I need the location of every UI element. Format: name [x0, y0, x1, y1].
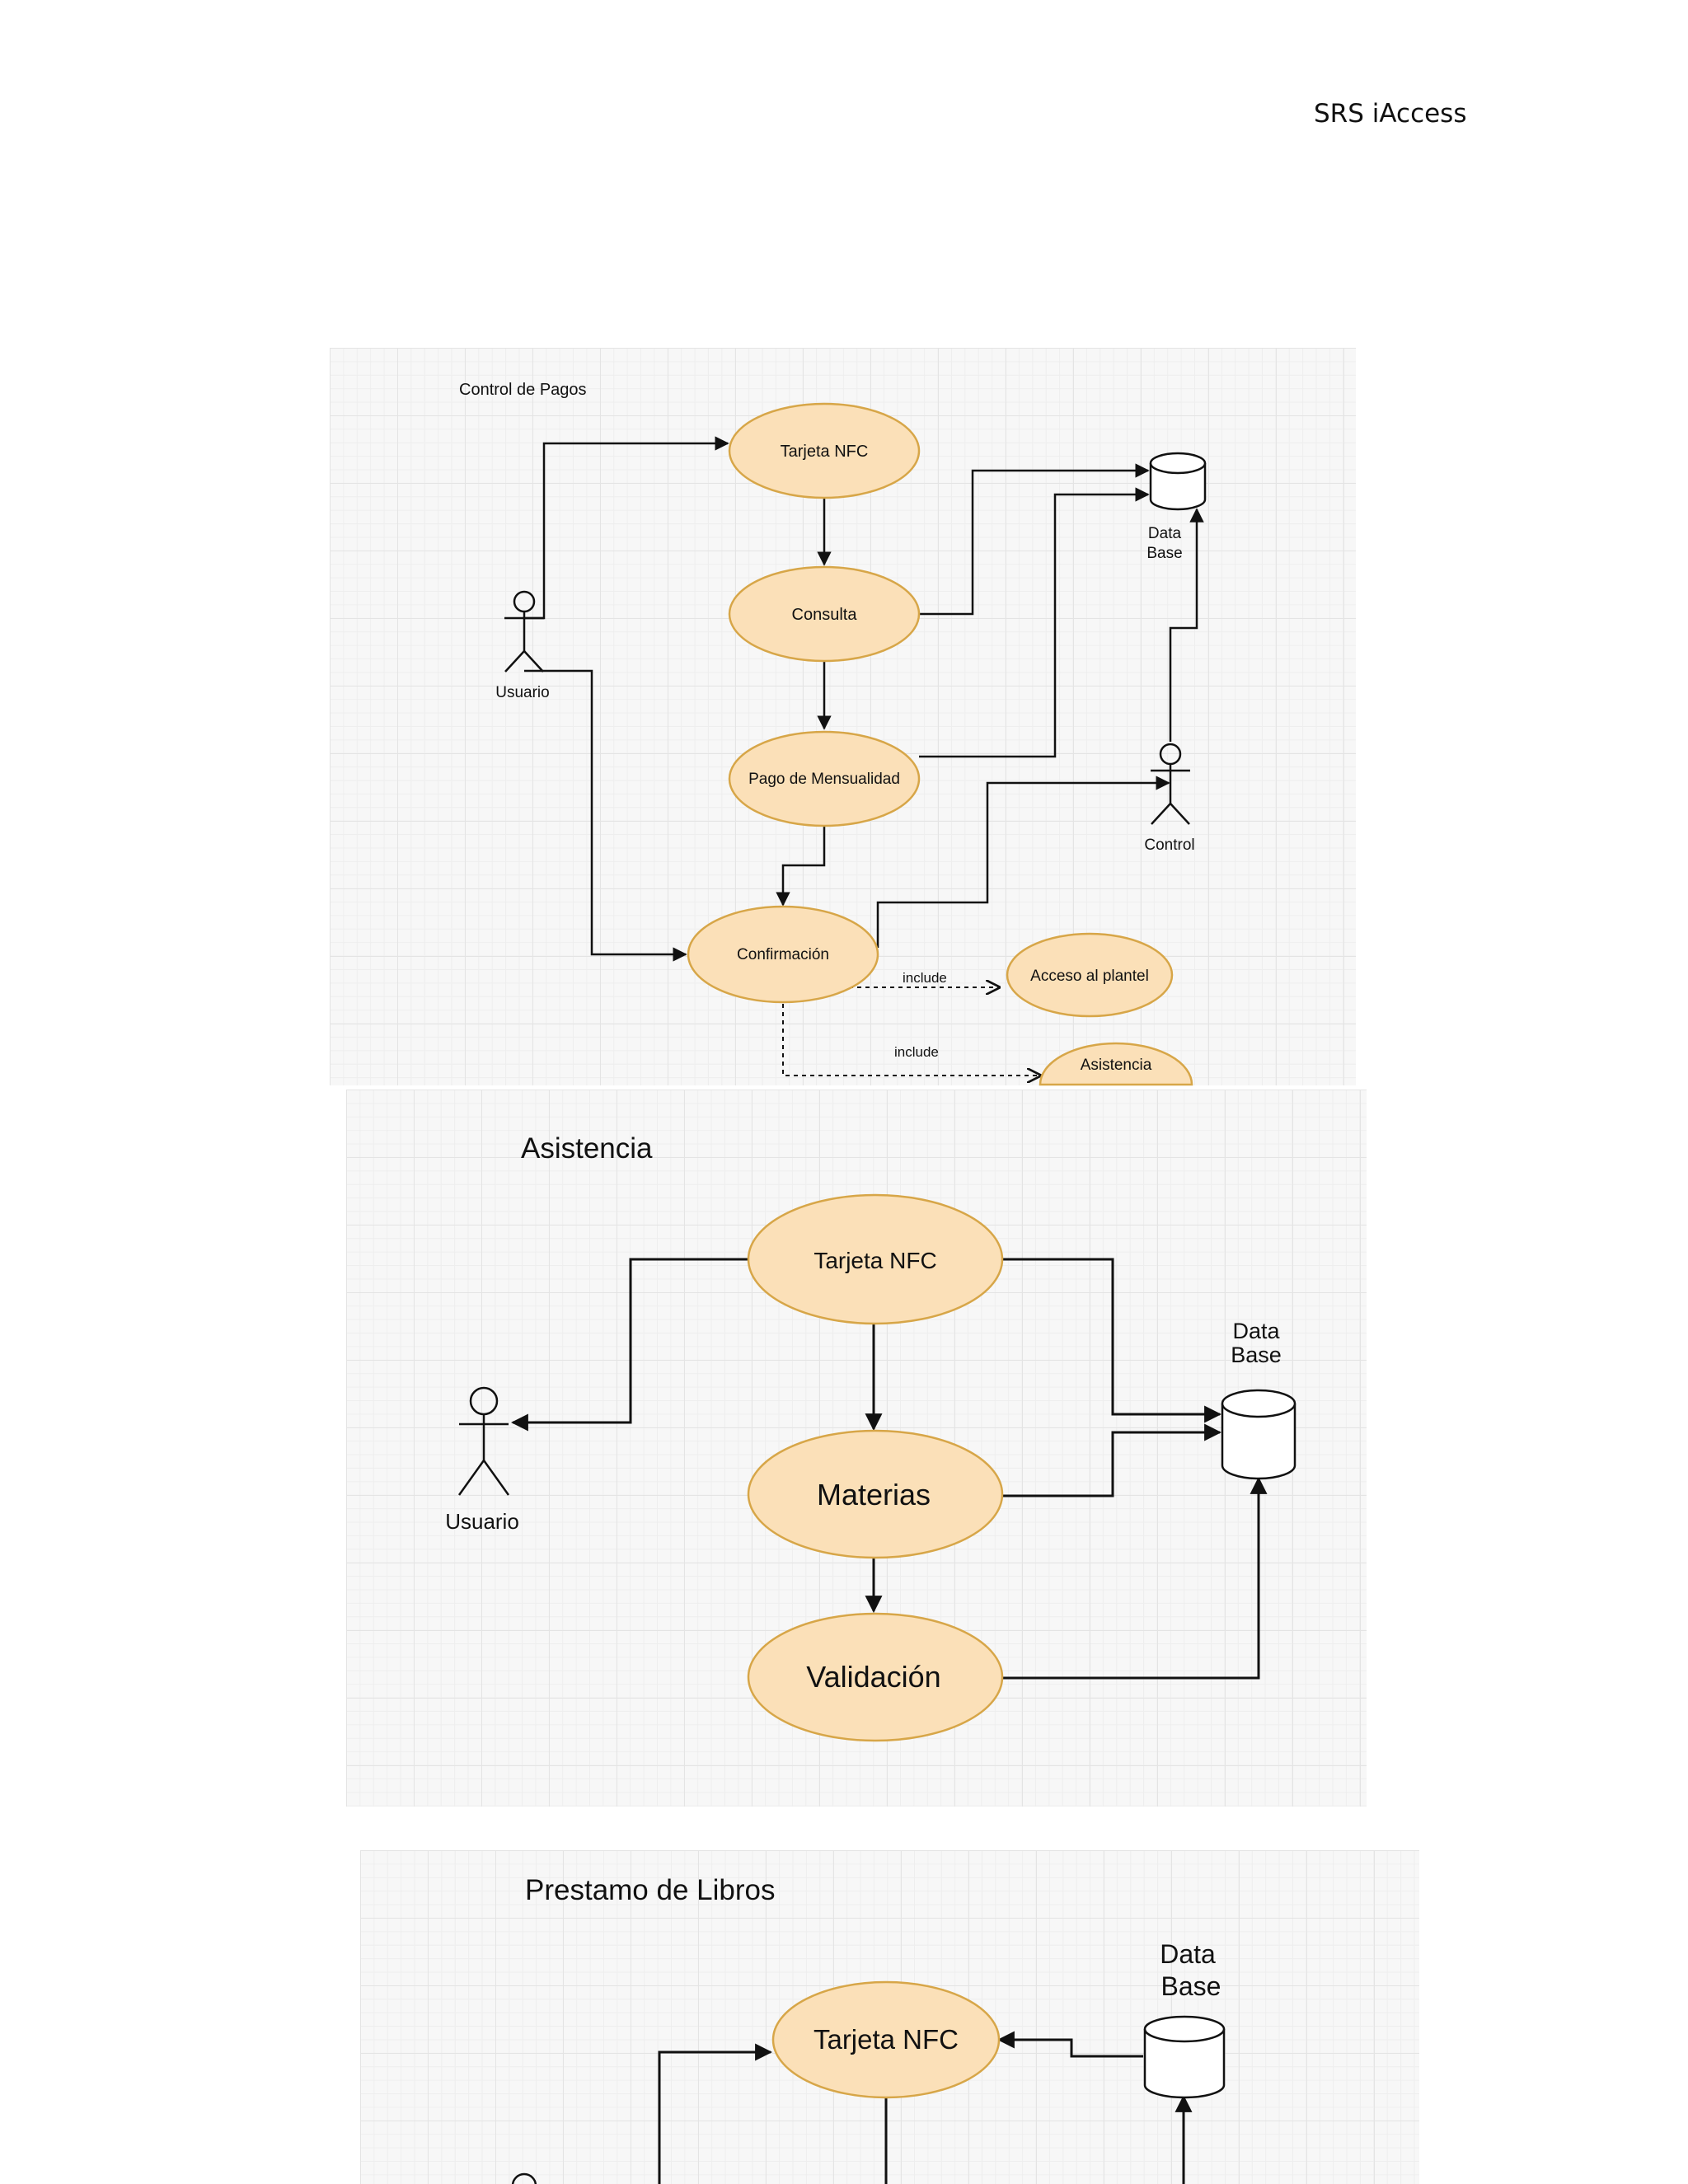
database-label-line2: Base: [1161, 1971, 1221, 2001]
usecase-label: Tarjeta NFC: [814, 2024, 959, 2055]
edge-control-database: [1169, 508, 1204, 742]
actor-control-icon: [1151, 743, 1190, 825]
usecase-acceso-al-plantel: Acceso al plantel: [1006, 932, 1174, 1018]
usecase-shape: [747, 1429, 1004, 1559]
edge-pago-confirmacion: [776, 826, 826, 907]
database-label-line2: Base: [1231, 1343, 1282, 1367]
include-label-2: include: [894, 1044, 939, 1060]
usecase-validacion: Validación: [747, 1612, 1004, 1742]
usecase-label: Pago de Mensualidad: [748, 771, 900, 788]
usecase-label: Asistencia: [1081, 1057, 1152, 1074]
edge-usuario-confirmacion: [524, 669, 687, 962]
actor-usuario-label: Usuario: [495, 684, 549, 701]
diagram2-connectors: [510, 1258, 1268, 1680]
diagram2-title: Asistencia: [521, 1132, 653, 1165]
edge-actor-tarjeta: [658, 2043, 773, 2184]
usecase-pago-de-mensualidad: Pago de Mensualidad: [728, 730, 921, 827]
database-icon: [1143, 2015, 1226, 2099]
diagram3-connectors: [658, 2031, 1193, 2184]
edge-pago-database: [919, 487, 1150, 758]
usecase-tarjeta-nfc: Tarjeta NFC: [728, 402, 921, 499]
diagram1-connectors: [524, 436, 1204, 1076]
edge-validacion-database: [1002, 1476, 1268, 1680]
diagram-asistencia: Asistencia Tarjeta NFC Materias Validaci…: [445, 1132, 1296, 1742]
usecase-shape: [747, 1193, 1004, 1325]
actor-control-label: Control: [1144, 837, 1194, 854]
usecase-shape: [728, 730, 921, 827]
usecase-label: Consulta: [792, 606, 858, 624]
usecase-tarjeta-nfc: Tarjeta NFC: [747, 1193, 1004, 1325]
edge-include-asistencia: [782, 1004, 1040, 1076]
usecase-confirmacion: Confirmación: [687, 905, 879, 1004]
document-header: SRS iAccess: [1314, 99, 1467, 129]
database-label-line2: Base: [1146, 545, 1182, 562]
include-label-1: include: [903, 970, 947, 986]
usecase-label: Validación: [806, 1660, 940, 1694]
diagram-control-de-pagos: Control de Pagos include include T: [459, 381, 1207, 1086]
usecase-shape: [687, 905, 879, 1004]
usecase-shape: [1039, 1042, 1193, 1086]
usecase-consulta: Consulta: [728, 565, 921, 663]
usecase-shape: [728, 565, 921, 663]
usecase-asistencia: Asistencia: [1039, 1042, 1193, 1086]
edge-database-tarjeta: [996, 2031, 1143, 2058]
usecase-materias: Materias: [747, 1429, 1004, 1559]
actor-usuario-label: Usuario: [445, 1509, 519, 1534]
actor-usuario-icon: [504, 590, 544, 673]
database-label-line1: Data: [1232, 1319, 1280, 1343]
edge-usuario-tarjeta: [524, 436, 729, 620]
diagram1-title: Control de Pagos: [459, 381, 587, 399]
edge-confirmacion-control: [876, 776, 1170, 948]
usecase-tarjeta-nfc: Tarjeta NFC: [771, 1980, 1001, 2099]
usecase-shape: [1006, 932, 1174, 1018]
database-label-line1: Data: [1148, 525, 1182, 542]
usecase-label: Acceso al plantel: [1030, 968, 1149, 985]
edge-consulta-database: [919, 463, 1150, 616]
database-icon: [1221, 1389, 1296, 1480]
actor-partial-head-icon: [511, 2172, 537, 2184]
edge-materias-database: [1002, 1423, 1222, 1497]
database-icon: [1149, 452, 1207, 511]
database-label-line1: Data: [1160, 1939, 1216, 1969]
usecase-label: Confirmación: [737, 946, 829, 963]
diagram-prestamo-de-libros: Prestamo de Libros Tarjeta NFC Data Base: [511, 1874, 1226, 2184]
actor-usuario-icon: [457, 1386, 510, 1496]
usecase-label: Materias: [817, 1478, 931, 1511]
usecase-label: Tarjeta NFC: [781, 443, 869, 461]
diagram3-title: Prestamo de Libros: [525, 1874, 775, 1906]
usecase-shape: [771, 1980, 1001, 2099]
edge-tarjeta-usuario: [510, 1258, 750, 1432]
usecase-label: Tarjeta NFC: [814, 1248, 936, 1273]
usecase-shape: [747, 1612, 1004, 1742]
usecase-shape: [728, 402, 921, 499]
edge-tarjeta-database: [1002, 1258, 1222, 1423]
